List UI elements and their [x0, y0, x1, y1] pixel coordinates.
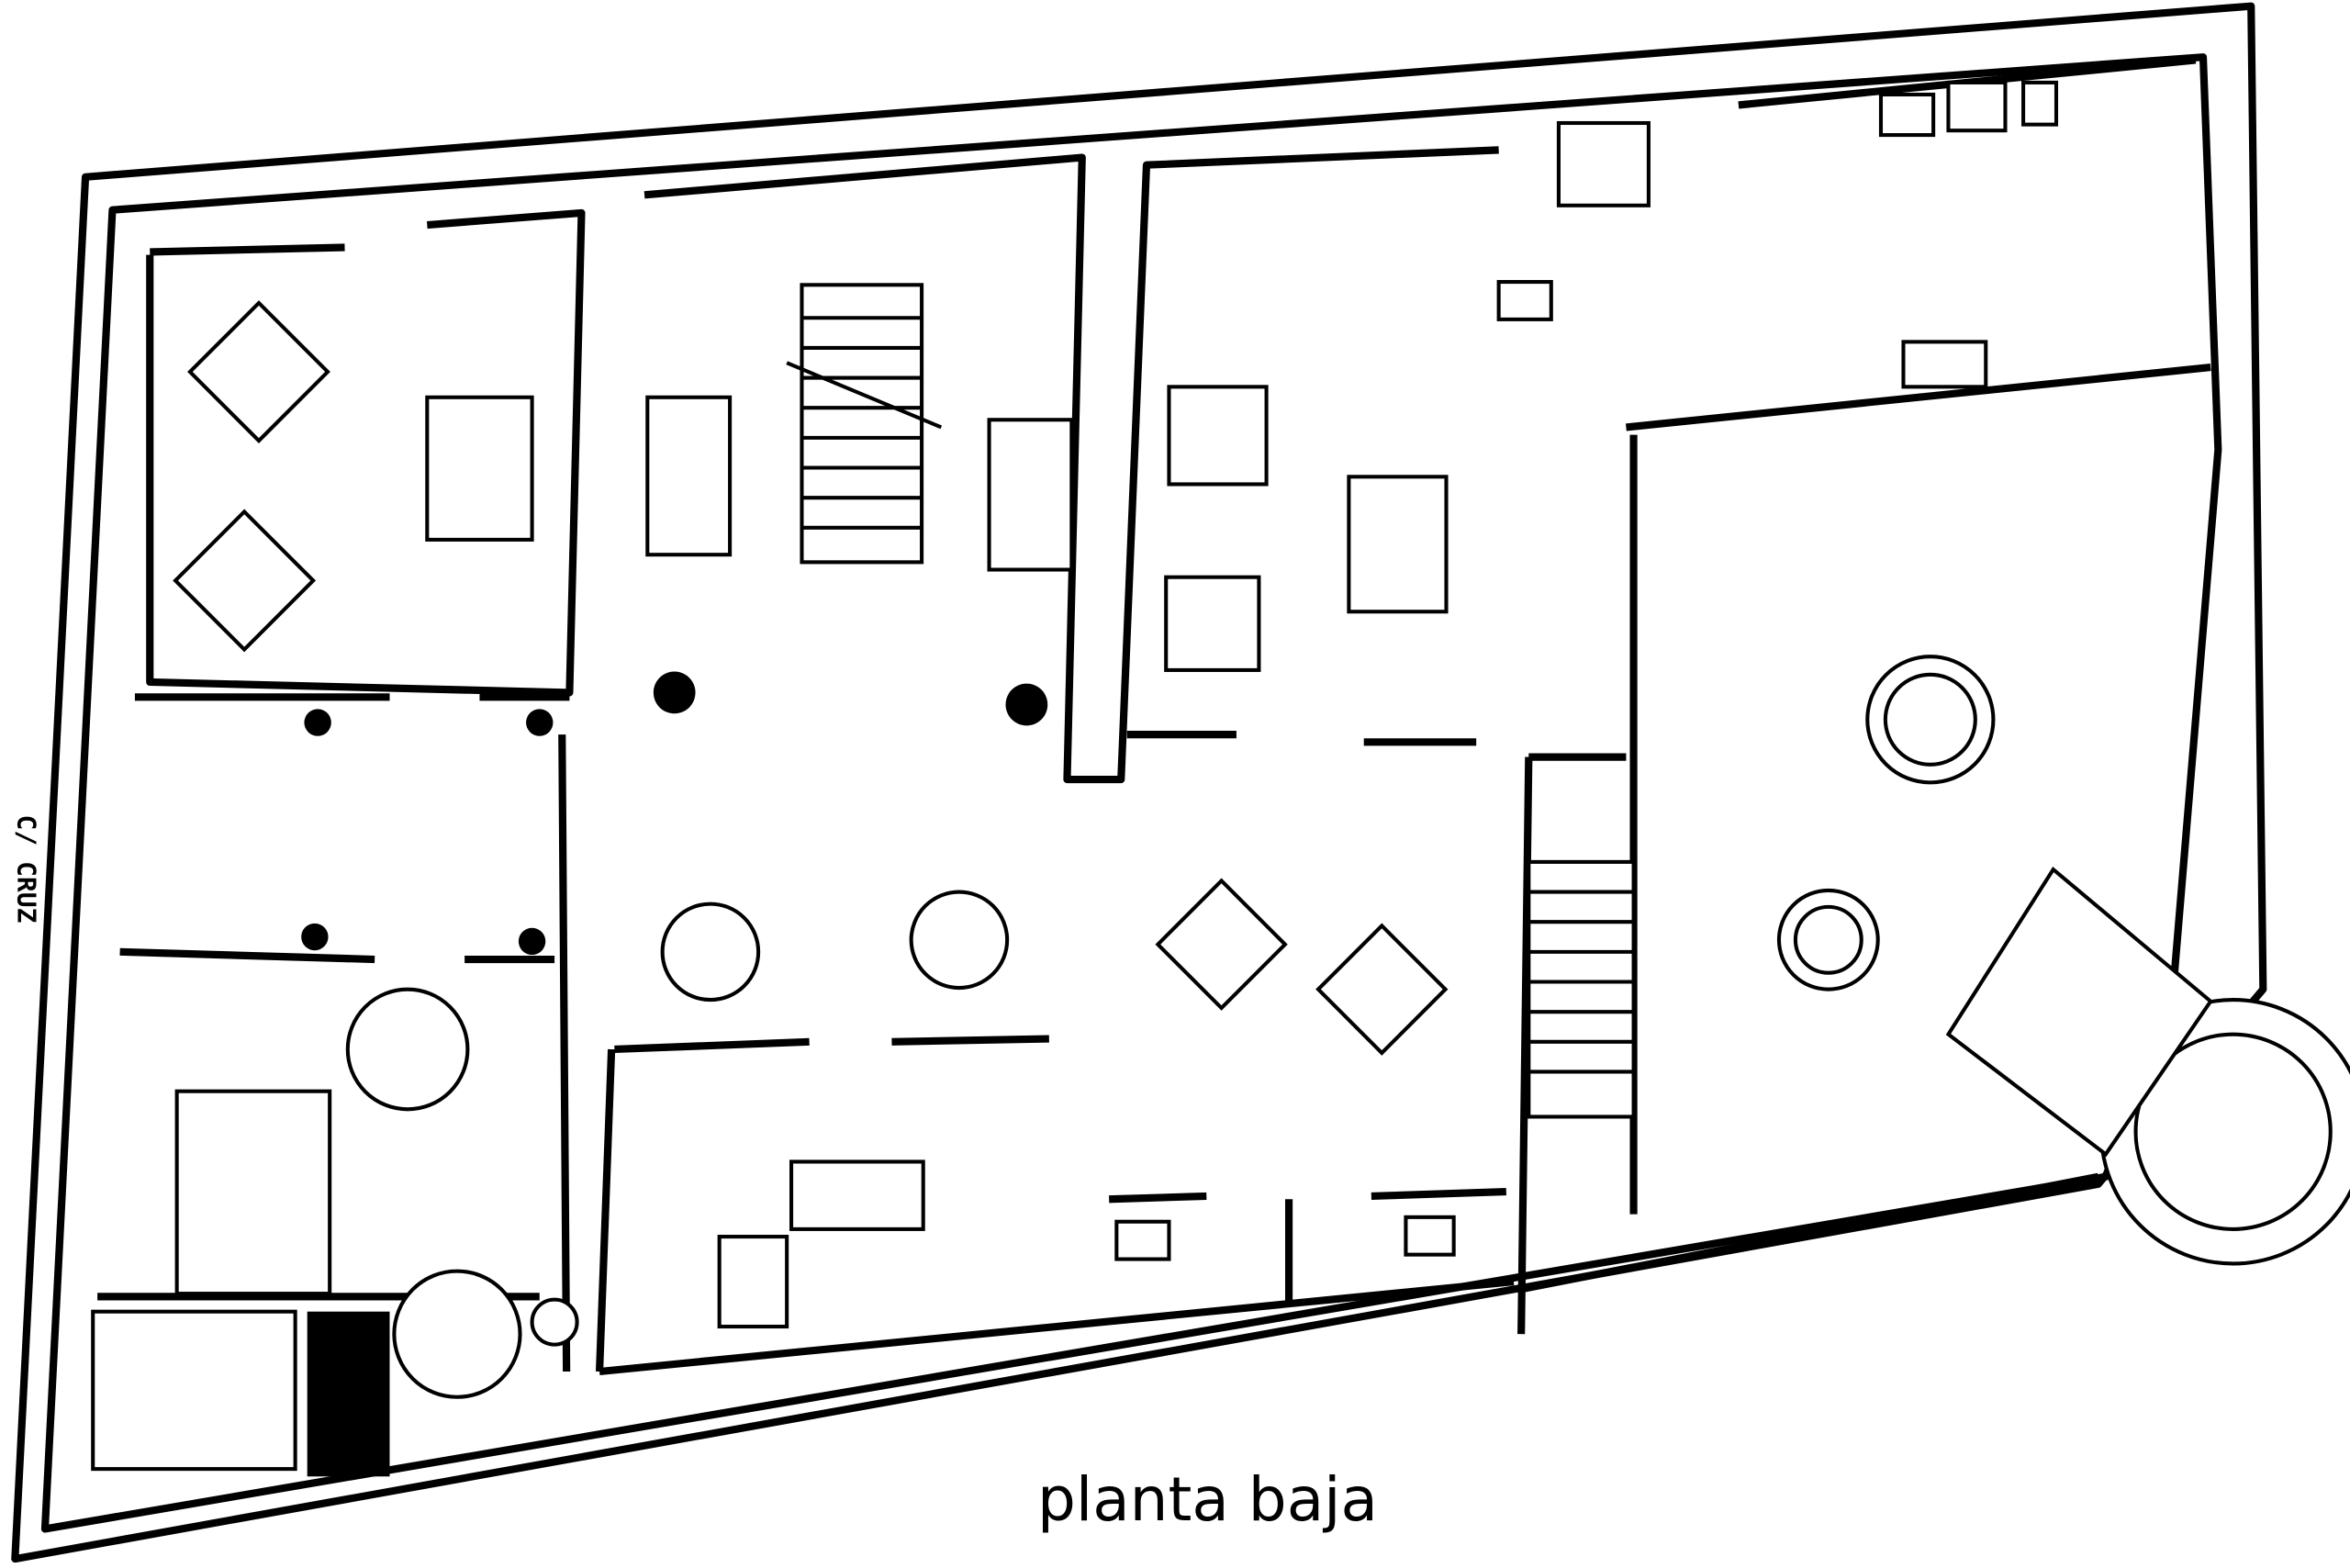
- street-label: C/ CRUZ: [11, 814, 42, 924]
- round-tables: [345, 890, 1010, 1399]
- planters: [301, 671, 1048, 956]
- service-fixtures: [530, 80, 2059, 1347]
- square-tables: [173, 300, 1449, 1056]
- plan-title: planta baja: [1037, 1464, 1378, 1535]
- interior-walls: [97, 56, 2211, 1376]
- stairs: [91, 283, 1636, 1477]
- courtyard-fountains: [1776, 655, 1996, 991]
- tower: [1945, 867, 2350, 1266]
- stair-steps: [786, 316, 943, 530]
- sofas: [174, 395, 1074, 1296]
